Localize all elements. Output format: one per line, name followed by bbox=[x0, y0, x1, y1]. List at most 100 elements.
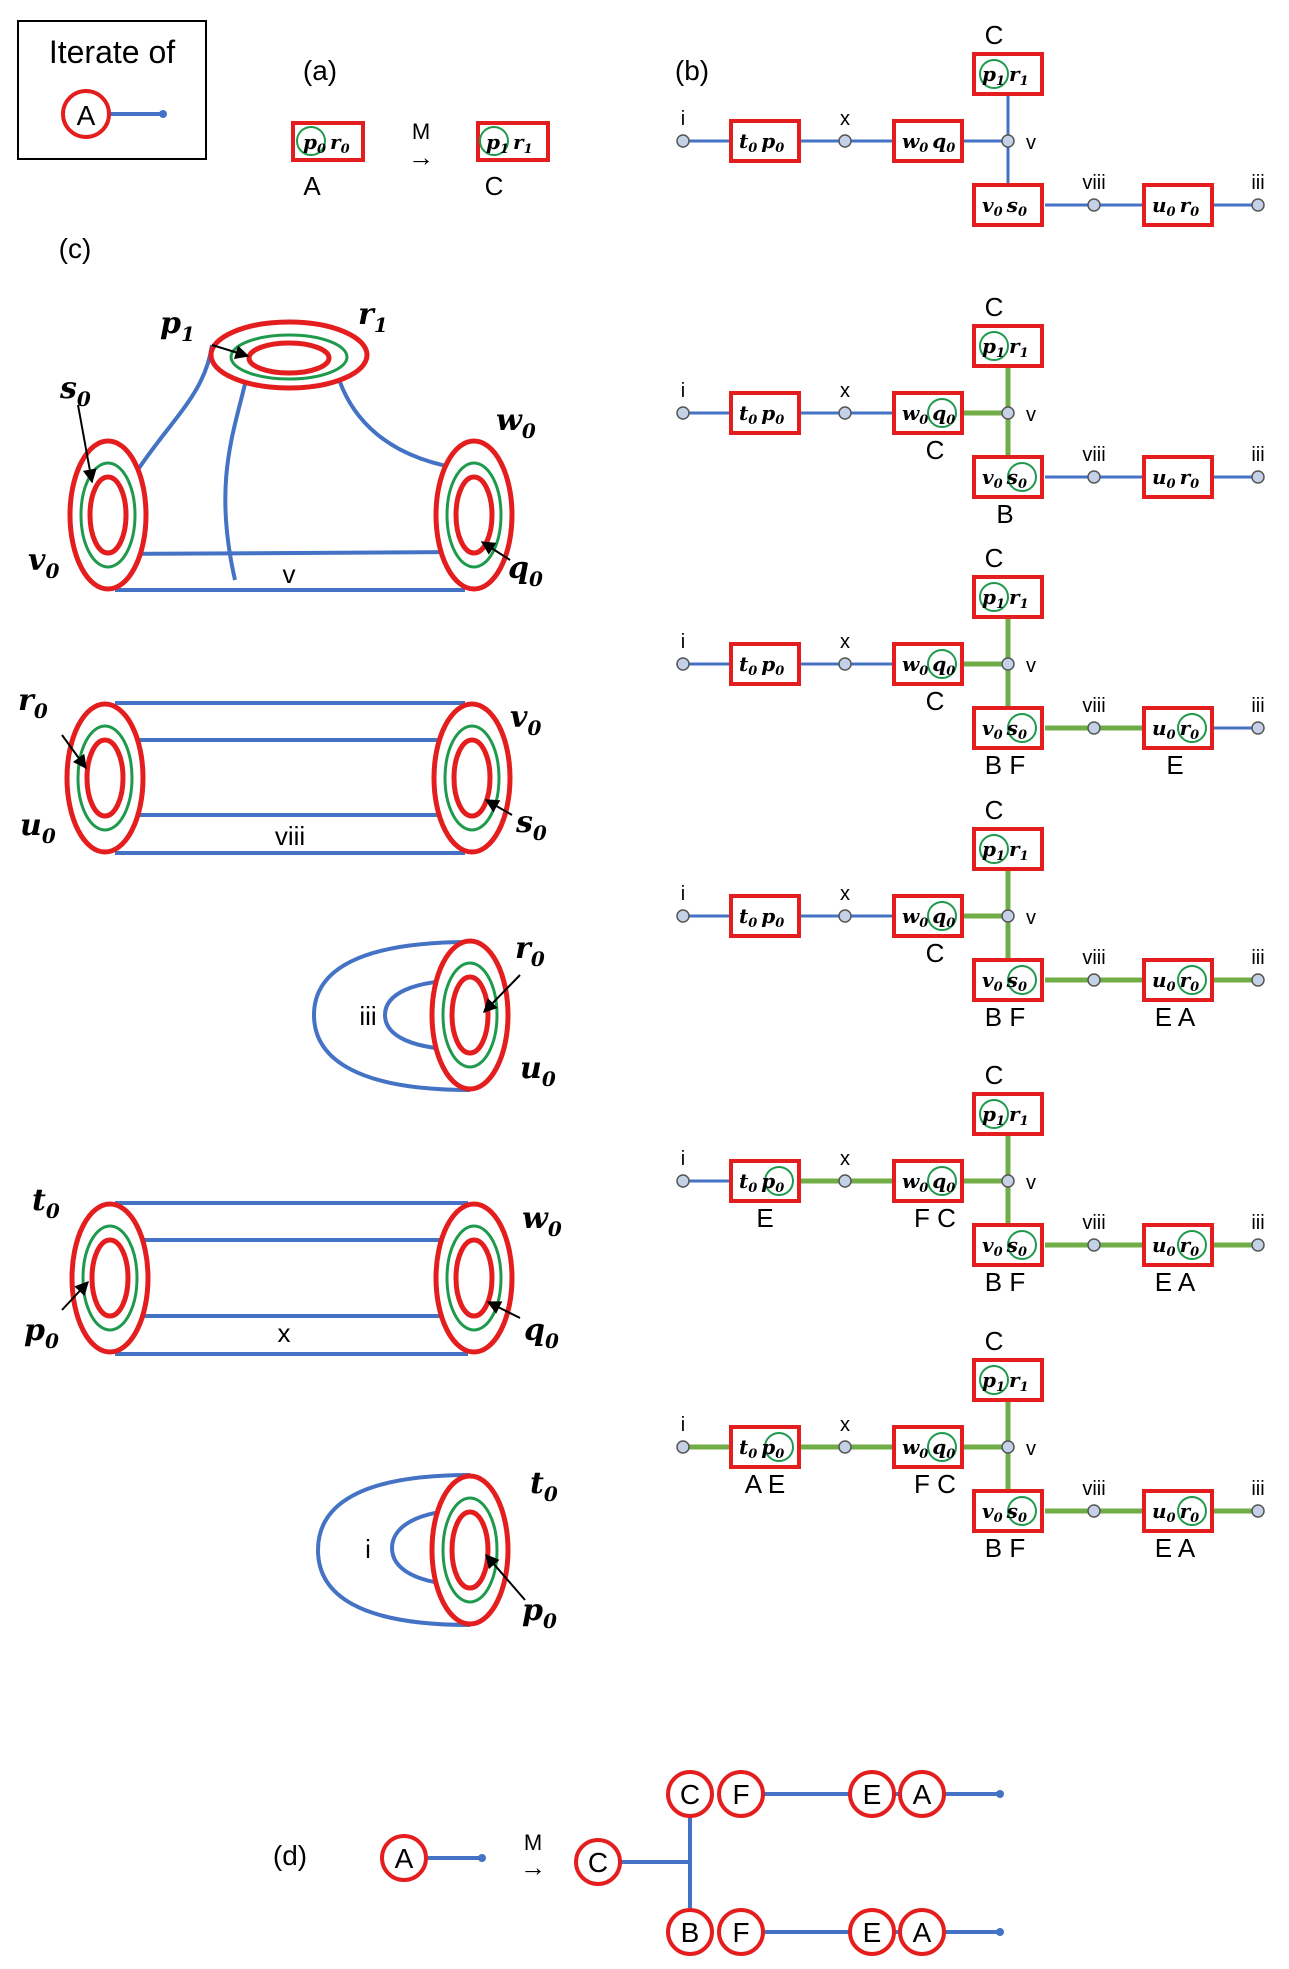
d-node-b-label: B bbox=[681, 1917, 700, 1948]
node-label-top-c: C bbox=[985, 1060, 1004, 1090]
node-label-iii: iii bbox=[1251, 695, 1264, 717]
d-node-c-label: C bbox=[588, 1847, 608, 1878]
node-label-v: v bbox=[1026, 655, 1036, 677]
box-u0r0 bbox=[1142, 1223, 1214, 1267]
d-node-f2-label: F bbox=[732, 1917, 749, 1948]
t2-edge-label: viii bbox=[275, 821, 305, 851]
d-node-f2 bbox=[717, 1908, 765, 1956]
node-label-viii: viii bbox=[1082, 444, 1105, 466]
graph-node-x bbox=[838, 657, 852, 671]
graph-node-viii bbox=[1087, 1504, 1101, 1518]
row-label-t0p0: A E bbox=[745, 1469, 785, 1499]
t1-w0-label: w0 bbox=[496, 403, 536, 443]
t2-s0-label: s0 bbox=[515, 805, 547, 845]
d-node-e1 bbox=[848, 1770, 896, 1818]
graph-node-i bbox=[676, 406, 690, 420]
node-label-v: v bbox=[1026, 132, 1036, 154]
legend-node-letter: A bbox=[77, 100, 96, 131]
row-label-v0s0: B F bbox=[985, 1002, 1025, 1032]
node-label-iii: iii bbox=[1251, 1478, 1264, 1500]
panel-a-map-label: M bbox=[412, 119, 430, 144]
graph-node-x bbox=[838, 1440, 852, 1454]
t1-p1-label: p1 bbox=[160, 306, 195, 346]
node-label-v: v bbox=[1026, 1172, 1036, 1194]
node-label-iii: iii bbox=[1251, 947, 1264, 969]
t1-v0-label: v0 bbox=[28, 543, 59, 583]
row-label-v0s0: B F bbox=[985, 1533, 1025, 1563]
row-label-v0s0: B bbox=[996, 499, 1013, 529]
node-label-top-c: C bbox=[985, 20, 1004, 50]
node-label-top-c: C bbox=[985, 543, 1004, 573]
box-p1r1 bbox=[972, 827, 1044, 871]
d-node-c2-label: C bbox=[680, 1779, 700, 1810]
t2-v0-label: v0 bbox=[510, 700, 541, 740]
t1-q0-label: q0 bbox=[508, 551, 543, 591]
graph-node-i bbox=[676, 1174, 690, 1188]
node-label-top-c: C bbox=[985, 1326, 1004, 1356]
node-label-viii: viii bbox=[1082, 172, 1105, 194]
node-label-x: x bbox=[840, 631, 850, 653]
row-label-w0q0: C bbox=[926, 938, 945, 968]
node-label-v: v bbox=[1026, 907, 1036, 929]
graph-node-iii bbox=[1251, 1238, 1265, 1252]
graph-node-v bbox=[1001, 657, 1015, 671]
legend-title: Iterate of bbox=[49, 34, 175, 70]
node-label-top-c: C bbox=[985, 292, 1004, 322]
t4-p0-label: p0 bbox=[24, 1313, 59, 1353]
torus-v-pants: p1 r1 s0 w0 v0 q0 v bbox=[28, 297, 543, 592]
panel-a-map-arrow: → bbox=[408, 142, 434, 172]
box-t0p0 bbox=[729, 642, 801, 686]
panel-c-label: (c) bbox=[59, 233, 92, 264]
t1-edge-label: v bbox=[283, 559, 296, 589]
t2-u0-label: u0 bbox=[20, 808, 56, 848]
node-label-x: x bbox=[840, 1414, 850, 1436]
panel-a-label: (a) bbox=[303, 55, 337, 86]
t1-r1-label: r1 bbox=[358, 297, 388, 337]
panel-a-below-c: C bbox=[485, 171, 504, 201]
panel-b-label: (b) bbox=[675, 55, 709, 86]
row-label-u0r0: E A bbox=[1155, 1002, 1196, 1032]
node-label-i: i bbox=[681, 380, 685, 402]
box-v0s0 bbox=[972, 183, 1044, 227]
t5-t0-label: t0 bbox=[530, 1466, 558, 1506]
graph-node-viii bbox=[1087, 198, 1101, 212]
row-label-u0r0: E A bbox=[1155, 1533, 1196, 1563]
row-label-w0q0: C bbox=[926, 686, 945, 716]
graph-node-v bbox=[1001, 406, 1015, 420]
graph-node-iii bbox=[1251, 198, 1265, 212]
graph-node-v bbox=[1001, 1440, 1015, 1454]
node-label-i: i bbox=[681, 1148, 685, 1170]
graph-node-viii bbox=[1087, 721, 1101, 735]
t5-edge-label: i bbox=[365, 1534, 371, 1564]
legend-node-circle bbox=[61, 89, 111, 139]
row-label-u0r0: E bbox=[1166, 750, 1183, 780]
graph-node-iii bbox=[1251, 1504, 1265, 1518]
node-label-x: x bbox=[840, 1148, 850, 1170]
row-label-w0q0: F C bbox=[914, 1203, 956, 1233]
node-label-x: x bbox=[840, 380, 850, 402]
torus-viii: r0 v0 u0 s0 viii bbox=[18, 683, 547, 855]
row-label-t0p0: E bbox=[756, 1203, 773, 1233]
graph-node-x bbox=[838, 134, 852, 148]
node-label-viii: viii bbox=[1082, 1478, 1105, 1500]
row-label-u0r0: E A bbox=[1155, 1267, 1196, 1297]
graph-node-x bbox=[838, 406, 852, 420]
graph-node-x bbox=[838, 909, 852, 923]
node-label-v: v bbox=[1026, 404, 1036, 426]
